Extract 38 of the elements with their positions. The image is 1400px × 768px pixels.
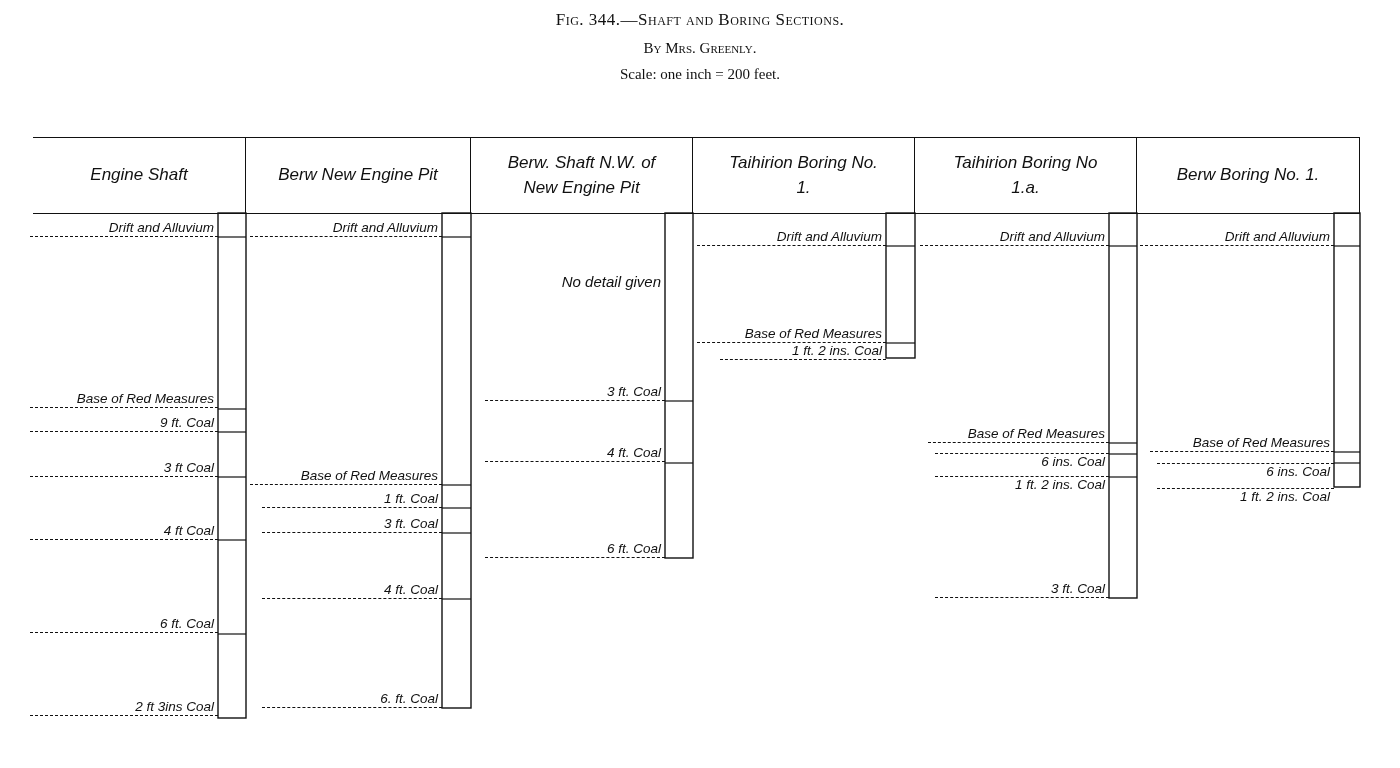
column-header-cell: Engine Shaft bbox=[33, 137, 246, 214]
stratum-label: 3 ft. Coal bbox=[935, 581, 1109, 598]
stratum-label: Base of Red Measures bbox=[250, 468, 442, 485]
column-header-cell: Berw Boring No. 1. bbox=[1137, 137, 1360, 214]
stratum-label: Drift and Alluvium bbox=[920, 229, 1109, 246]
stratum-label: 3 ft Coal bbox=[30, 460, 218, 477]
stratum-label: No detail given bbox=[560, 274, 662, 290]
stratum-label: 1 ft. 2 ins. Coal bbox=[1157, 488, 1334, 505]
stratum-label: 3 ft. Coal bbox=[262, 516, 442, 533]
stratum-label: 6 ft. Coal bbox=[485, 541, 665, 558]
column-header-cell: Berw New Engine Pit bbox=[246, 137, 471, 214]
column-header-cell: Berw. Shaft N.W. of New Engine Pit bbox=[471, 137, 693, 214]
stratum-label: Base of Red Measures bbox=[697, 326, 886, 343]
caption-text: Scale: one inch = 200 feet. bbox=[618, 66, 782, 83]
caption-text: By Mrs. Greenly. bbox=[642, 40, 758, 57]
stratum-label: 6. ft. Coal bbox=[262, 691, 442, 708]
stratum-label: 4 ft Coal bbox=[30, 523, 218, 540]
stratum-label: 2 ft 3ins Coal bbox=[30, 699, 218, 716]
stratum-label: 1 ft. Coal bbox=[262, 491, 442, 508]
stratum-label: Base of Red Measures bbox=[1150, 435, 1334, 452]
stratum-label: Base of Red Measures bbox=[928, 426, 1109, 443]
stratum-label: 3 ft. Coal bbox=[485, 384, 665, 401]
figure-title: Fig. 344.—Shaft and Boring Sections. bbox=[554, 10, 846, 30]
stratum-label: 4 ft. Coal bbox=[485, 445, 665, 462]
stratum-label: Drift and Alluvium bbox=[30, 220, 218, 237]
stratum-label: 1 ft. 2 ins. Coal bbox=[720, 343, 886, 360]
column-header-cell: Taihirion Boring No 1.a. bbox=[915, 137, 1137, 214]
stratum-label: Drift and Alluvium bbox=[1140, 229, 1334, 246]
stratum-label: 9 ft. Coal bbox=[30, 415, 218, 432]
stratum-label: Base of Red Measures bbox=[30, 391, 218, 408]
stratum-label: 6 ins. Coal bbox=[935, 453, 1109, 470]
stratum-label: 4 ft. Coal bbox=[262, 582, 442, 599]
stratum-label: Drift and Alluvium bbox=[250, 220, 442, 237]
stratum-label: Drift and Alluvium bbox=[697, 229, 886, 246]
stratum-label: 6 ins. Coal bbox=[1157, 463, 1334, 480]
stratum-label: 6 ft. Coal bbox=[30, 616, 218, 633]
column-header-cell: Taihirion Boring No. 1. bbox=[693, 137, 915, 214]
stratum-label: 1 ft. 2 ins. Coal bbox=[935, 476, 1109, 493]
